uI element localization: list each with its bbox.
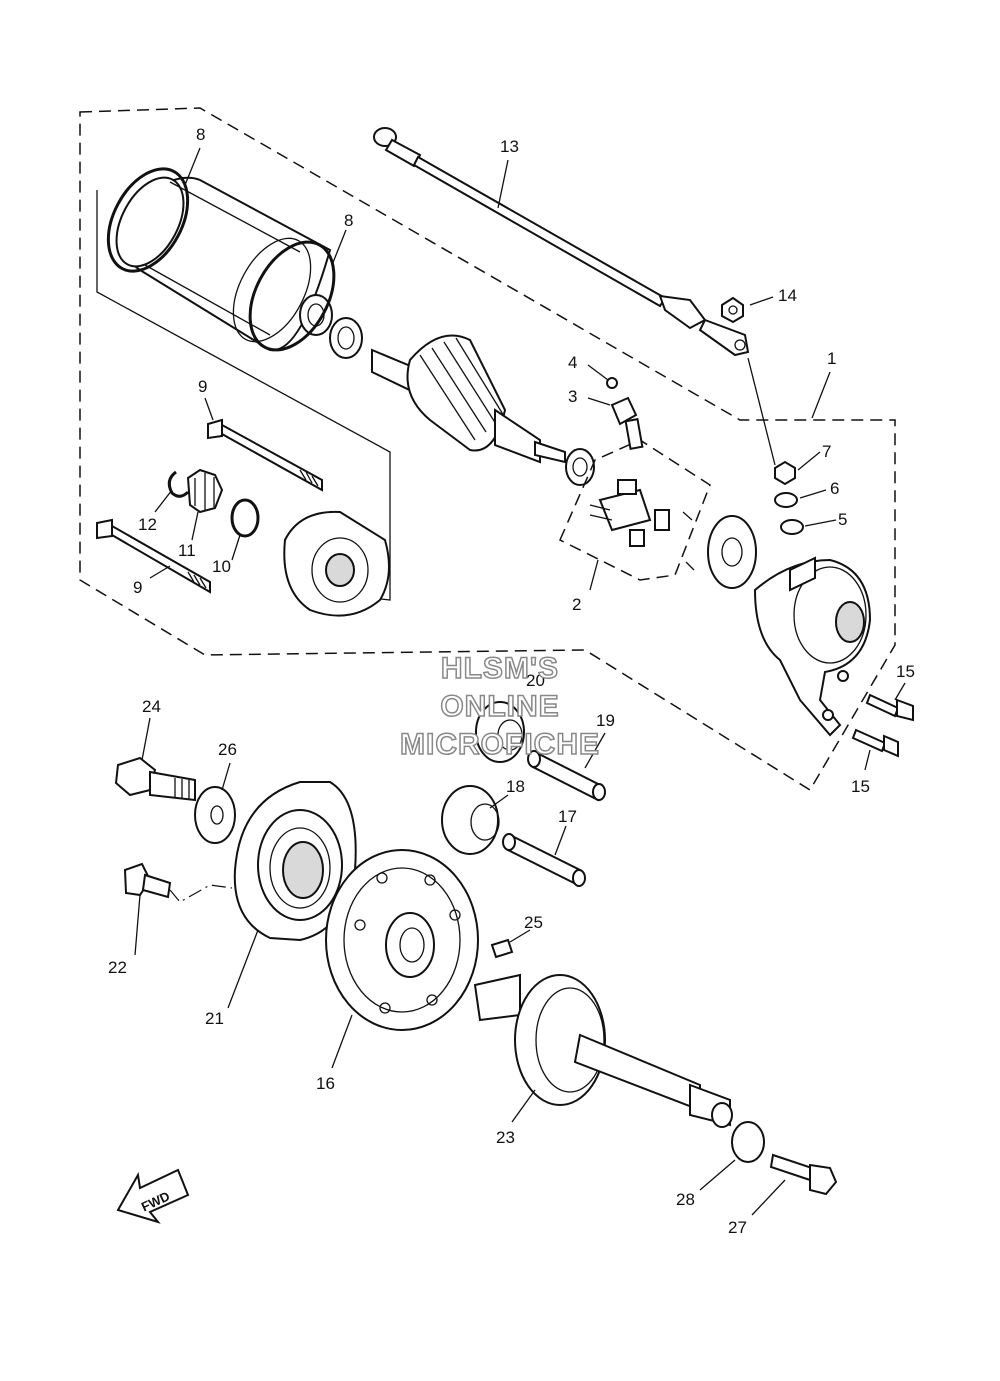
through-bolt-upper[interactable] bbox=[207, 418, 323, 492]
callout-1: 1 bbox=[827, 349, 836, 368]
nut-14[interactable] bbox=[721, 296, 744, 324]
terminal-hardware[interactable] bbox=[606, 377, 804, 535]
callout-11: 11 bbox=[178, 541, 196, 560]
callout-8a: 8 bbox=[196, 125, 205, 144]
bolt-27[interactable] bbox=[769, 1153, 838, 1196]
callout-8b: 8 bbox=[344, 211, 353, 230]
callout-25: 25 bbox=[524, 913, 543, 932]
bolt-15-upper[interactable] bbox=[865, 693, 914, 722]
callout-19: 19 bbox=[596, 711, 615, 730]
callout-numbers: 8 8 13 14 1 4 3 7 6 5 2 9 12 11 10 9 15 … bbox=[108, 125, 915, 1237]
callout-21: 21 bbox=[205, 1009, 224, 1028]
callout-20: 20 bbox=[526, 671, 545, 690]
o-ring-10[interactable] bbox=[230, 498, 260, 538]
brush-holder[interactable] bbox=[589, 418, 757, 589]
watermark-line-2: ONLINE bbox=[440, 690, 559, 723]
callout-23: 23 bbox=[496, 1128, 515, 1147]
callout-15a: 15 bbox=[896, 662, 915, 681]
washer-28[interactable] bbox=[731, 1121, 765, 1163]
callout-7: 7 bbox=[822, 442, 831, 461]
shaft-19[interactable] bbox=[527, 750, 606, 802]
bolt-24[interactable] bbox=[114, 756, 196, 802]
callout-2: 2 bbox=[572, 595, 581, 614]
shaft-gear-23[interactable] bbox=[473, 973, 733, 1128]
o-ring-rear[interactable] bbox=[233, 228, 351, 364]
callout-4: 4 bbox=[568, 353, 577, 372]
starter-cable[interactable] bbox=[373, 127, 750, 357]
fwd-arrow-icon: FWD bbox=[116, 1168, 190, 1224]
callout-26: 26 bbox=[218, 740, 237, 759]
gear-18[interactable] bbox=[441, 785, 500, 855]
front-cover[interactable] bbox=[283, 510, 390, 617]
shaft-17[interactable] bbox=[502, 833, 586, 887]
bolt-22[interactable] bbox=[123, 862, 172, 899]
bearing-small[interactable] bbox=[565, 448, 595, 486]
bearing[interactable] bbox=[329, 317, 363, 359]
callout-13: 13 bbox=[500, 137, 519, 156]
end-cover[interactable] bbox=[753, 556, 872, 737]
callout-12: 12 bbox=[138, 515, 157, 534]
callout-14: 14 bbox=[778, 286, 797, 305]
watermark-line-1: HLSM'S bbox=[441, 652, 559, 685]
callout-28: 28 bbox=[676, 1190, 695, 1209]
callout-15b: 15 bbox=[851, 777, 870, 796]
callout-5: 5 bbox=[838, 510, 847, 529]
callout-17: 17 bbox=[558, 807, 577, 826]
bolt-15-lower[interactable] bbox=[851, 728, 899, 758]
callout-9b: 9 bbox=[133, 578, 142, 597]
motor-yoke[interactable] bbox=[103, 166, 333, 354]
idler-gear-16[interactable] bbox=[325, 849, 479, 1031]
starter-assembly-boundary bbox=[79, 107, 896, 792]
watermark: HLSM'S ONLINE MICROFICHE bbox=[399, 651, 600, 762]
callout-3: 3 bbox=[568, 387, 577, 406]
through-bolt-lower[interactable] bbox=[96, 518, 211, 594]
callout-6: 6 bbox=[830, 479, 839, 498]
callout-27: 27 bbox=[728, 1218, 747, 1237]
washer-26[interactable] bbox=[194, 786, 236, 844]
callout-22: 22 bbox=[108, 958, 127, 977]
leader-lines bbox=[134, 147, 906, 1216]
circlip-12[interactable] bbox=[167, 470, 190, 498]
callout-16: 16 bbox=[316, 1074, 335, 1093]
callout-9a: 9 bbox=[198, 377, 207, 396]
callout-24: 24 bbox=[142, 697, 161, 716]
bearing-housing-21[interactable] bbox=[233, 781, 357, 942]
gear-20[interactable] bbox=[475, 701, 525, 763]
pinion-gear-11[interactable] bbox=[186, 468, 224, 514]
brush-assembly-boundary bbox=[559, 439, 711, 581]
bolt-22-leader bbox=[169, 884, 233, 903]
callout-10: 10 bbox=[212, 557, 231, 576]
watermark-line-3: MICROFICHE bbox=[400, 728, 600, 761]
armature[interactable] bbox=[371, 334, 566, 464]
callout-18: 18 bbox=[506, 777, 525, 796]
key-25[interactable] bbox=[490, 938, 514, 959]
o-ring-front[interactable] bbox=[92, 155, 204, 284]
